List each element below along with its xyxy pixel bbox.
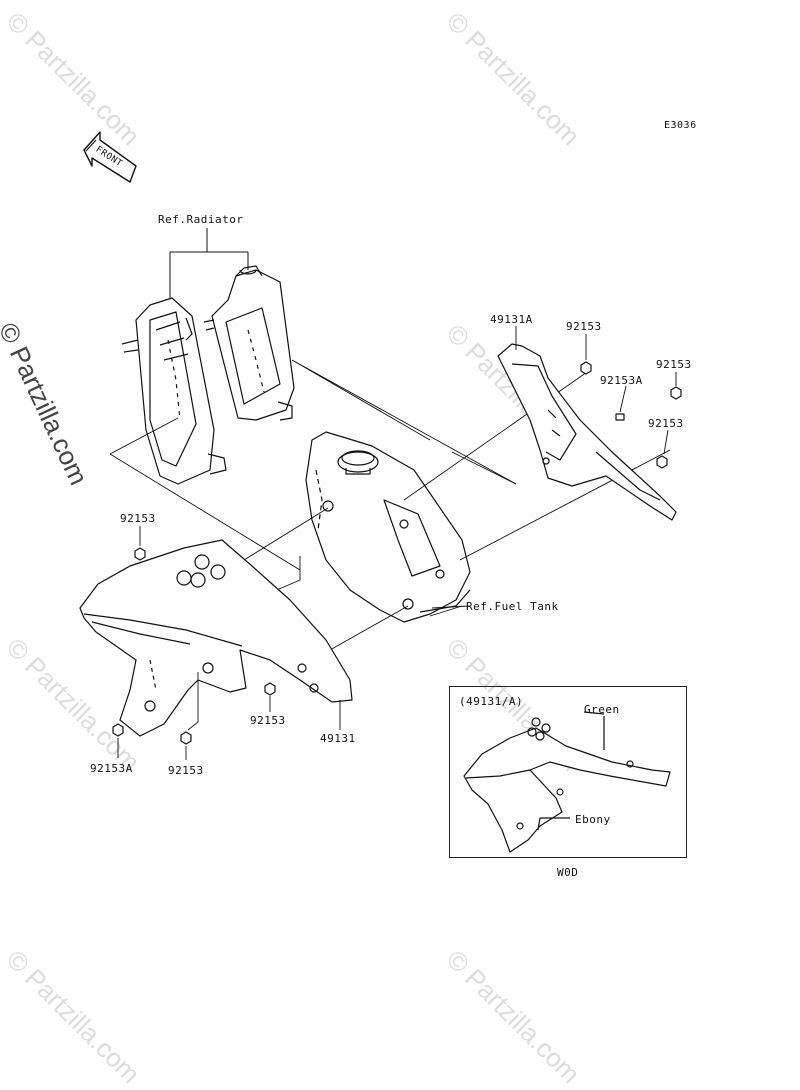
callout-49131: 49131 <box>320 732 356 745</box>
callout-49131a: 49131A <box>490 313 533 326</box>
radiator-right <box>203 265 295 421</box>
inset-shroud <box>463 711 671 853</box>
front-arrow-icon <box>83 131 137 183</box>
callout-92153-mid: 92153 <box>250 714 286 727</box>
color-variant-inset <box>449 686 687 858</box>
callout-92153a-right: 92153A <box>600 374 643 387</box>
callout-92153-lower-right: 92153 <box>648 417 684 430</box>
callout-92153-right: 92153 <box>656 358 692 371</box>
diagram-code: E3036 <box>664 120 697 131</box>
exploded-view-drawing <box>79 131 682 853</box>
inset-label-green: Green <box>584 703 620 716</box>
inset-label-ebony: Ebony <box>575 813 611 826</box>
shroud-left <box>79 539 353 737</box>
shroud-right <box>497 343 677 521</box>
fuel-tank <box>305 431 471 623</box>
parts-diagram: © Partzilla.com © Partzilla.com © Partzi… <box>0 6 697 1089</box>
callout-ref-radiator: Ref.Radiator <box>158 213 244 226</box>
callout-92153a-left: 92153A <box>90 762 133 775</box>
callout-92153-bottom: 92153 <box>168 764 204 777</box>
callout-ref-fuel-tank: Ref.Fuel Tank <box>466 600 559 613</box>
inset-model-code: W0D <box>557 866 579 879</box>
inset-title: (49131/A) <box>459 695 524 708</box>
radiator-left <box>121 297 227 485</box>
bolt-icons <box>112 361 682 745</box>
callout-92153-top: 92153 <box>566 320 602 333</box>
callout-92153-left: 92153 <box>120 512 156 525</box>
